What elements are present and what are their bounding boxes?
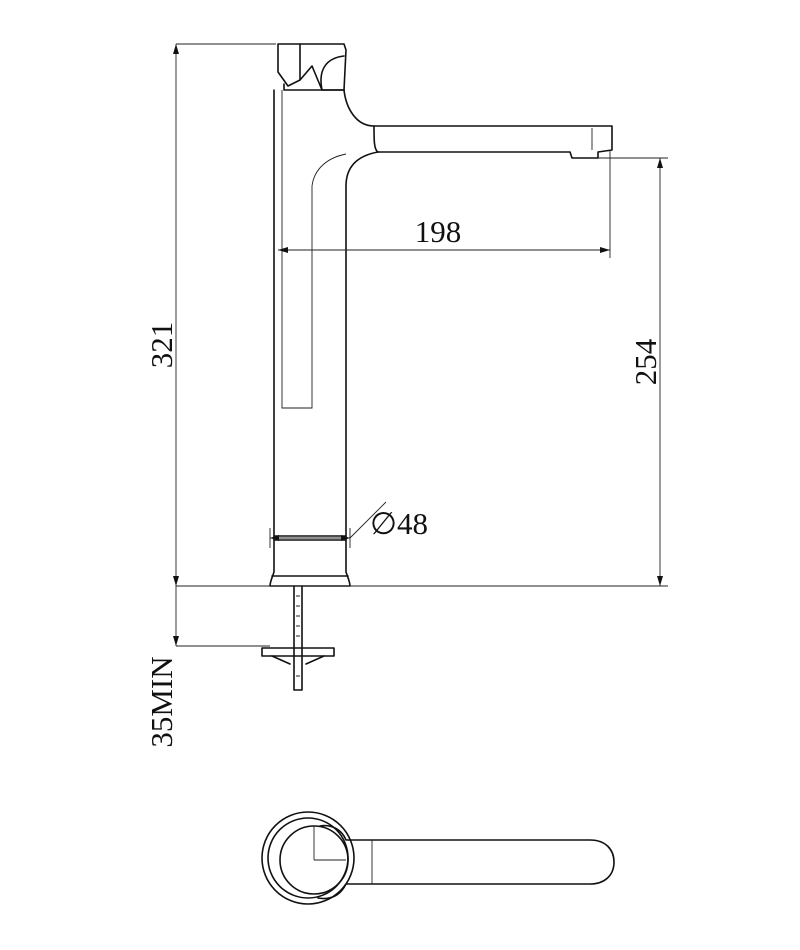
faucet-top-view <box>261 811 615 905</box>
mounting-bracket <box>261 647 335 657</box>
dimension-spout-height: 254 <box>598 157 668 586</box>
faucet-side-view <box>261 43 613 691</box>
dim-198-label: 198 <box>415 214 462 249</box>
dimension-deck-thickness: 35MIN <box>144 586 270 748</box>
lever-handle <box>277 43 347 91</box>
top-view-spout <box>317 824 615 900</box>
dimension-spout-reach: 198 <box>278 150 611 258</box>
dim-254-label: 254 <box>628 338 663 385</box>
dim-321-label: 321 <box>144 322 179 369</box>
faucet-body <box>269 89 613 587</box>
dim-48-label: ∅48 <box>370 506 428 541</box>
mounting-rod <box>293 585 303 691</box>
dimension-total-height: 321 <box>144 43 668 587</box>
dim-35min-label: 35MIN <box>144 656 179 747</box>
dimension-base-diameter: ∅48 <box>269 501 428 548</box>
